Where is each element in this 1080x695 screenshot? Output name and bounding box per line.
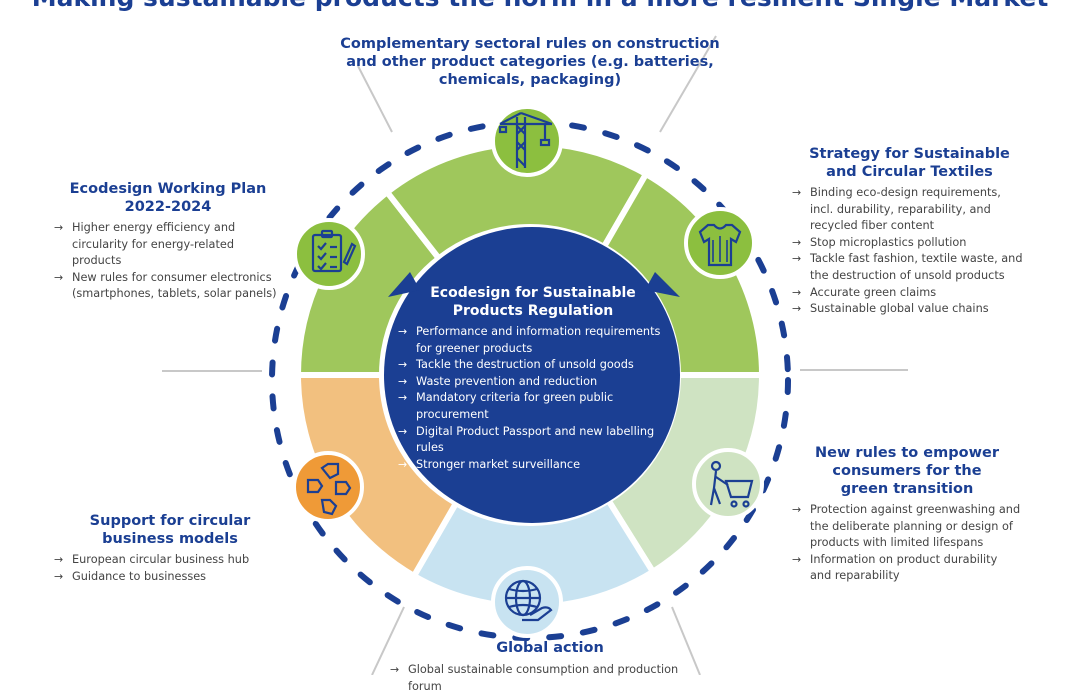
right-bottom-heading: New rules to empower consumers for the g…	[815, 445, 999, 497]
center-ribbon-left	[388, 272, 420, 297]
hands-icon	[292, 451, 364, 523]
center-list: Performance and information requirements…	[398, 324, 668, 473]
list-item: New rules for consumer electronics (smar…	[54, 270, 284, 303]
list-item: Stronger market surveillance	[398, 457, 668, 474]
page-title: Making sustainable products the norm in …	[0, 0, 1080, 12]
guide-line	[659, 35, 717, 133]
list-item: Information on product durability and re…	[792, 552, 1022, 585]
crane-icon	[491, 105, 563, 177]
top-heading: Complementary sectoral rules on construc…	[340, 36, 720, 88]
center-heading: Ecodesign for Sustainable Products Regul…	[430, 285, 636, 319]
left-bottom-block: Support for circular business models Eur…	[54, 512, 286, 585]
list-item: Binding eco-design requirements, incl. d…	[792, 185, 1027, 235]
right-top-block: Strategy for Sustainable and Circular Te…	[792, 145, 1027, 318]
guide-lines	[162, 35, 908, 675]
left-bottom-list: European circular business hub Guidance …	[54, 552, 286, 585]
center-ribbon-right	[645, 272, 680, 297]
list-item: Tackle fast fashion, textile waste, and …	[792, 251, 1027, 284]
left-top-list: Higher energy efficiency and circularity…	[54, 220, 284, 303]
center-block: Ecodesign for Sustainable Products Regul…	[398, 284, 668, 473]
guide-line	[357, 65, 393, 133]
list-item: European circular business hub	[54, 552, 286, 569]
guide-line	[371, 606, 405, 675]
list-item: Guidance to businesses	[54, 569, 286, 586]
list-item: Accurate green claims	[792, 285, 1027, 302]
bottom-block: Global action Global sustainable consump…	[390, 639, 710, 695]
list-item: Stop microplastics pollution	[792, 235, 1027, 252]
list-item: Higher energy efficiency and circularity…	[54, 220, 284, 270]
left-top-heading: Ecodesign Working Plan 2022-2024	[69, 181, 267, 215]
shopping-cart-icon	[692, 448, 764, 520]
icons	[292, 105, 764, 638]
right-bottom-block: New rules to empower consumers for the g…	[792, 444, 1022, 585]
right-top-list: Binding eco-design requirements, incl. d…	[792, 185, 1027, 318]
left-top-block: Ecodesign Working Plan 2022-2024 Higher …	[54, 180, 284, 303]
bottom-list: Global sustainable consumption and produ…	[390, 662, 710, 695]
left-bottom-heading: Support for circular business models	[89, 513, 251, 547]
right-bottom-list: Protection against greenwashing and the …	[792, 502, 1022, 585]
list-item: Sustainable global value chains	[792, 301, 1027, 318]
top-block: Complementary sectoral rules on construc…	[330, 35, 730, 89]
bottom-heading: Global action	[496, 640, 604, 656]
list-item: Protection against greenwashing and the …	[792, 502, 1022, 552]
list-item: Digital Product Passport and new labelli…	[398, 424, 668, 457]
globe-hand-icon	[491, 566, 563, 638]
checklist-icon	[293, 218, 365, 290]
tshirt-icon	[684, 207, 756, 279]
list-item: Global sustainable consumption and produ…	[390, 662, 710, 695]
list-item: Waste prevention and reduction	[398, 374, 668, 391]
list-item: Performance and information requirements…	[398, 324, 668, 357]
dashed-ring	[269, 119, 791, 641]
list-item: Mandatory criteria for green public proc…	[398, 390, 668, 423]
list-item: Tackle the destruction of unsold goods	[398, 357, 668, 374]
right-top-heading: Strategy for Sustainable and Circular Te…	[809, 146, 1010, 180]
